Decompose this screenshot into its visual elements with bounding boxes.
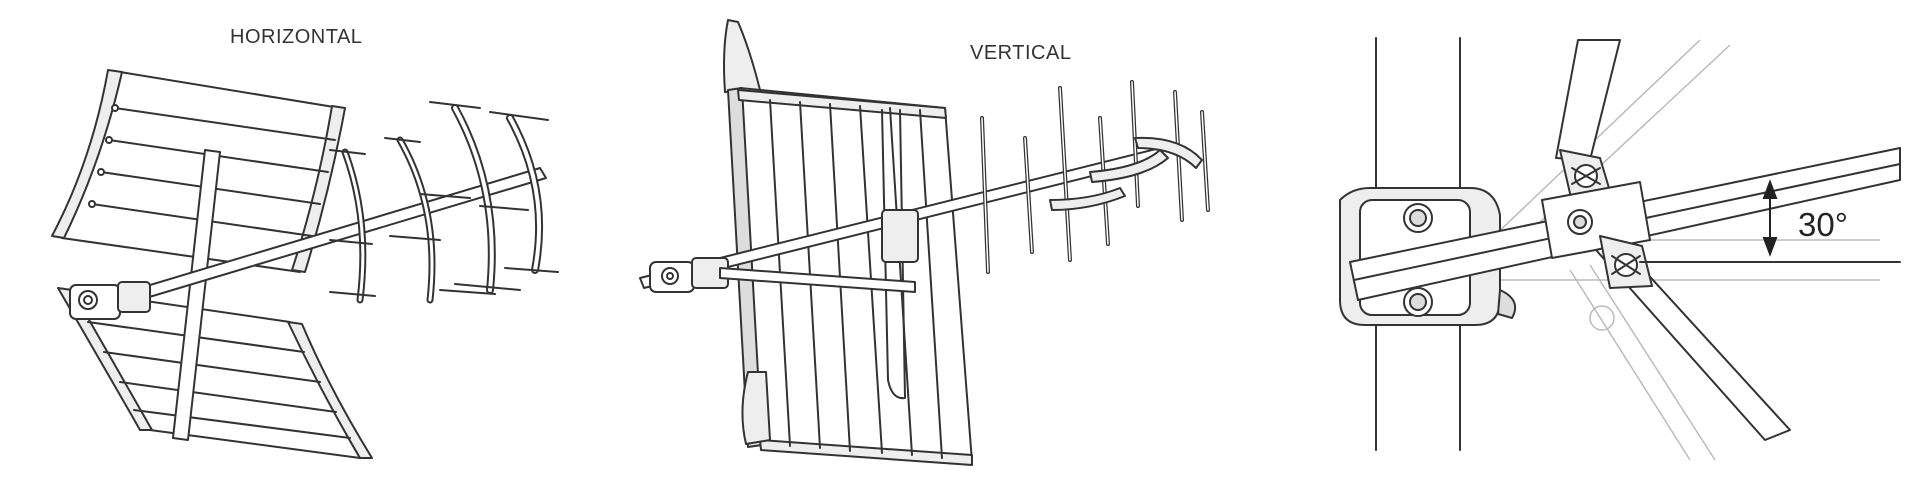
tilt-angle-label: 30° [1798, 206, 1848, 243]
tilt-clamp-drawing [1339, 37, 1901, 461]
mast-clamp [69, 281, 151, 320]
yagi-elements [980, 80, 1210, 274]
vertical-diagram: VERTICAL [620, 0, 1260, 480]
angle-arrow-icon [1762, 179, 1778, 257]
lower-wing-bolt [1599, 235, 1653, 289]
lower-reflector-panel [57, 287, 373, 459]
upper-reflector-panel [51, 69, 346, 273]
mast-clamp [649, 257, 916, 293]
reflector-panel [727, 87, 973, 466]
horizontal-diagram: HORIZONTAL [0, 0, 620, 480]
vertical-antenna-drawing [639, 19, 1210, 466]
boom-clamp [1541, 181, 1651, 259]
horizontal-label: HORIZONTAL [230, 26, 363, 48]
director-elements [329, 101, 559, 304]
vertical-label: VERTICAL [970, 42, 1072, 64]
tilt-detail-diagram: 30° [1260, 0, 1920, 480]
horizontal-antenna-drawing [51, 69, 559, 459]
